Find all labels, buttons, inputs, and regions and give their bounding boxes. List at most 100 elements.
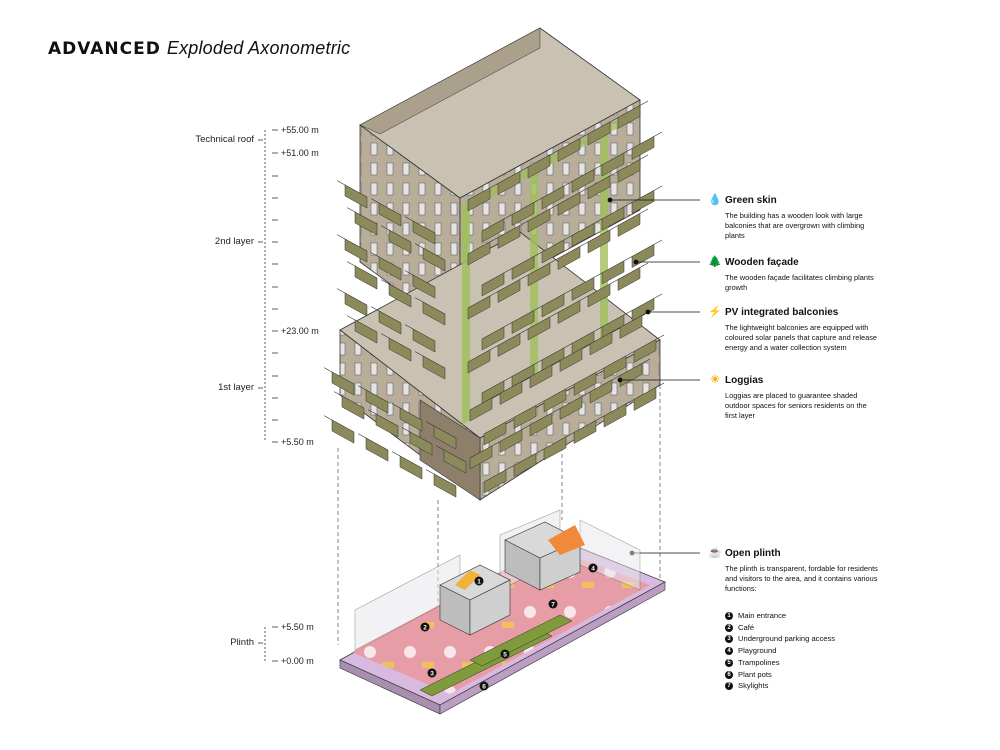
balcony-box [346, 315, 378, 344]
balcony-box [559, 391, 591, 420]
balcony-box [529, 360, 561, 389]
lightning-icon: ⚡ [708, 306, 722, 318]
balcony-box [601, 202, 633, 231]
balcony-box [380, 333, 412, 362]
tree-icon: 🌲 [708, 256, 722, 268]
balcony-box [559, 343, 591, 372]
balcony-box [573, 415, 605, 444]
balcony-box [511, 197, 543, 226]
water-drop-icon: 💧 [708, 194, 722, 206]
level-name-technical-roof: Technical roof [195, 134, 254, 145]
callout-open-plinth: ☕Open plinth The plinth is transparent, … [708, 546, 878, 594]
level-label: +5.50 m [281, 437, 314, 447]
balcony-box [391, 403, 423, 432]
balcony-box [481, 268, 513, 297]
balcony-box [529, 408, 561, 437]
balcony-box [617, 154, 649, 183]
balcony-box [467, 291, 499, 320]
balcony-box [571, 272, 603, 301]
balcony-box [425, 421, 457, 450]
plinth-marker: 1 [474, 576, 484, 586]
balcony-box [404, 216, 436, 245]
callout-title: Open plinth [725, 548, 781, 559]
balcony-box [481, 214, 513, 243]
balcony-box [404, 270, 436, 299]
plinth-marker-number: 1 [477, 578, 481, 585]
balcony-box [391, 451, 423, 480]
balcony-box [557, 241, 589, 270]
balcony-box [587, 171, 619, 200]
balcony-box [357, 433, 389, 462]
title-bold: ADVANCED [48, 39, 161, 59]
level-label: +0.00 m [281, 656, 314, 666]
balcony-box [633, 382, 665, 411]
plinth-marker-number: 7 [551, 601, 555, 608]
plinth [339, 509, 666, 715]
plinth-marker-number: 3 [430, 670, 434, 677]
callout-pv-balconies: ⚡PV integrated balconies The lightweight… [708, 305, 878, 353]
balcony-box [467, 345, 499, 374]
balcony-box [414, 243, 446, 272]
balcony-box [370, 198, 402, 227]
balcony-box [367, 409, 399, 438]
balcony-box [511, 359, 543, 388]
balcony-box [527, 258, 559, 287]
balcony-box [380, 225, 412, 254]
balcony-box [619, 358, 651, 387]
title-italic: Exploded Axonometric [166, 38, 351, 58]
balcony-box [323, 415, 355, 444]
level-name-second-layer: 2nd layer [214, 236, 254, 247]
balcony-box [527, 204, 559, 233]
callout-green-skin: 💧Green skin The building has a wooden lo… [708, 193, 878, 241]
balcony-box [336, 180, 368, 209]
plinth-marker: 3 [427, 668, 437, 678]
callout-loggias: ☀ Loggias Loggias are placed to guarantee… [708, 373, 878, 421]
cup-icon: ☕ [708, 547, 722, 559]
balcony-box [631, 131, 663, 160]
balcony-box [401, 427, 433, 456]
balcony-box [483, 465, 515, 494]
sun-icon: ☀ [710, 374, 720, 386]
balcony-box [541, 235, 573, 264]
balcony-box [603, 351, 635, 380]
callout-title: Wooden façade [725, 257, 799, 268]
balcony-box [323, 367, 355, 396]
balcony-box [631, 185, 663, 214]
balcony-box [336, 234, 368, 263]
balcony-box [414, 351, 446, 380]
balcony-box [511, 305, 543, 334]
plinth-marker: 5 [500, 649, 510, 659]
level-name-first-layer: 1st layer [218, 382, 254, 393]
balcony-box [435, 445, 467, 474]
level-axis [258, 129, 278, 662]
callout-title: Loggias [725, 375, 764, 386]
callout-desc: The plinth is transparent, fordable for … [725, 564, 878, 593]
balcony-box [483, 417, 515, 446]
level-name-plinth: Plinth [230, 637, 254, 648]
callout-desc: Loggias are placed to guarantee shaded o… [725, 391, 867, 420]
balcony-box [357, 385, 389, 414]
balcony-box [380, 279, 412, 308]
callout-title: PV integrated balconies [725, 307, 839, 318]
balcony-box [404, 324, 436, 353]
callout-leaders [607, 197, 700, 556]
plinth-marker: 4 [588, 563, 598, 573]
balcony-box [333, 391, 365, 420]
level-label: +5.50 m [281, 622, 314, 632]
callout-desc: The lightweight balconies are equipped w… [725, 323, 878, 352]
balcony-box [370, 306, 402, 335]
balcony-box [467, 183, 499, 212]
balcony-box [497, 166, 529, 195]
balcony-box [631, 293, 663, 322]
level-label: +23.00 m [281, 326, 319, 336]
balconies [323, 100, 665, 498]
